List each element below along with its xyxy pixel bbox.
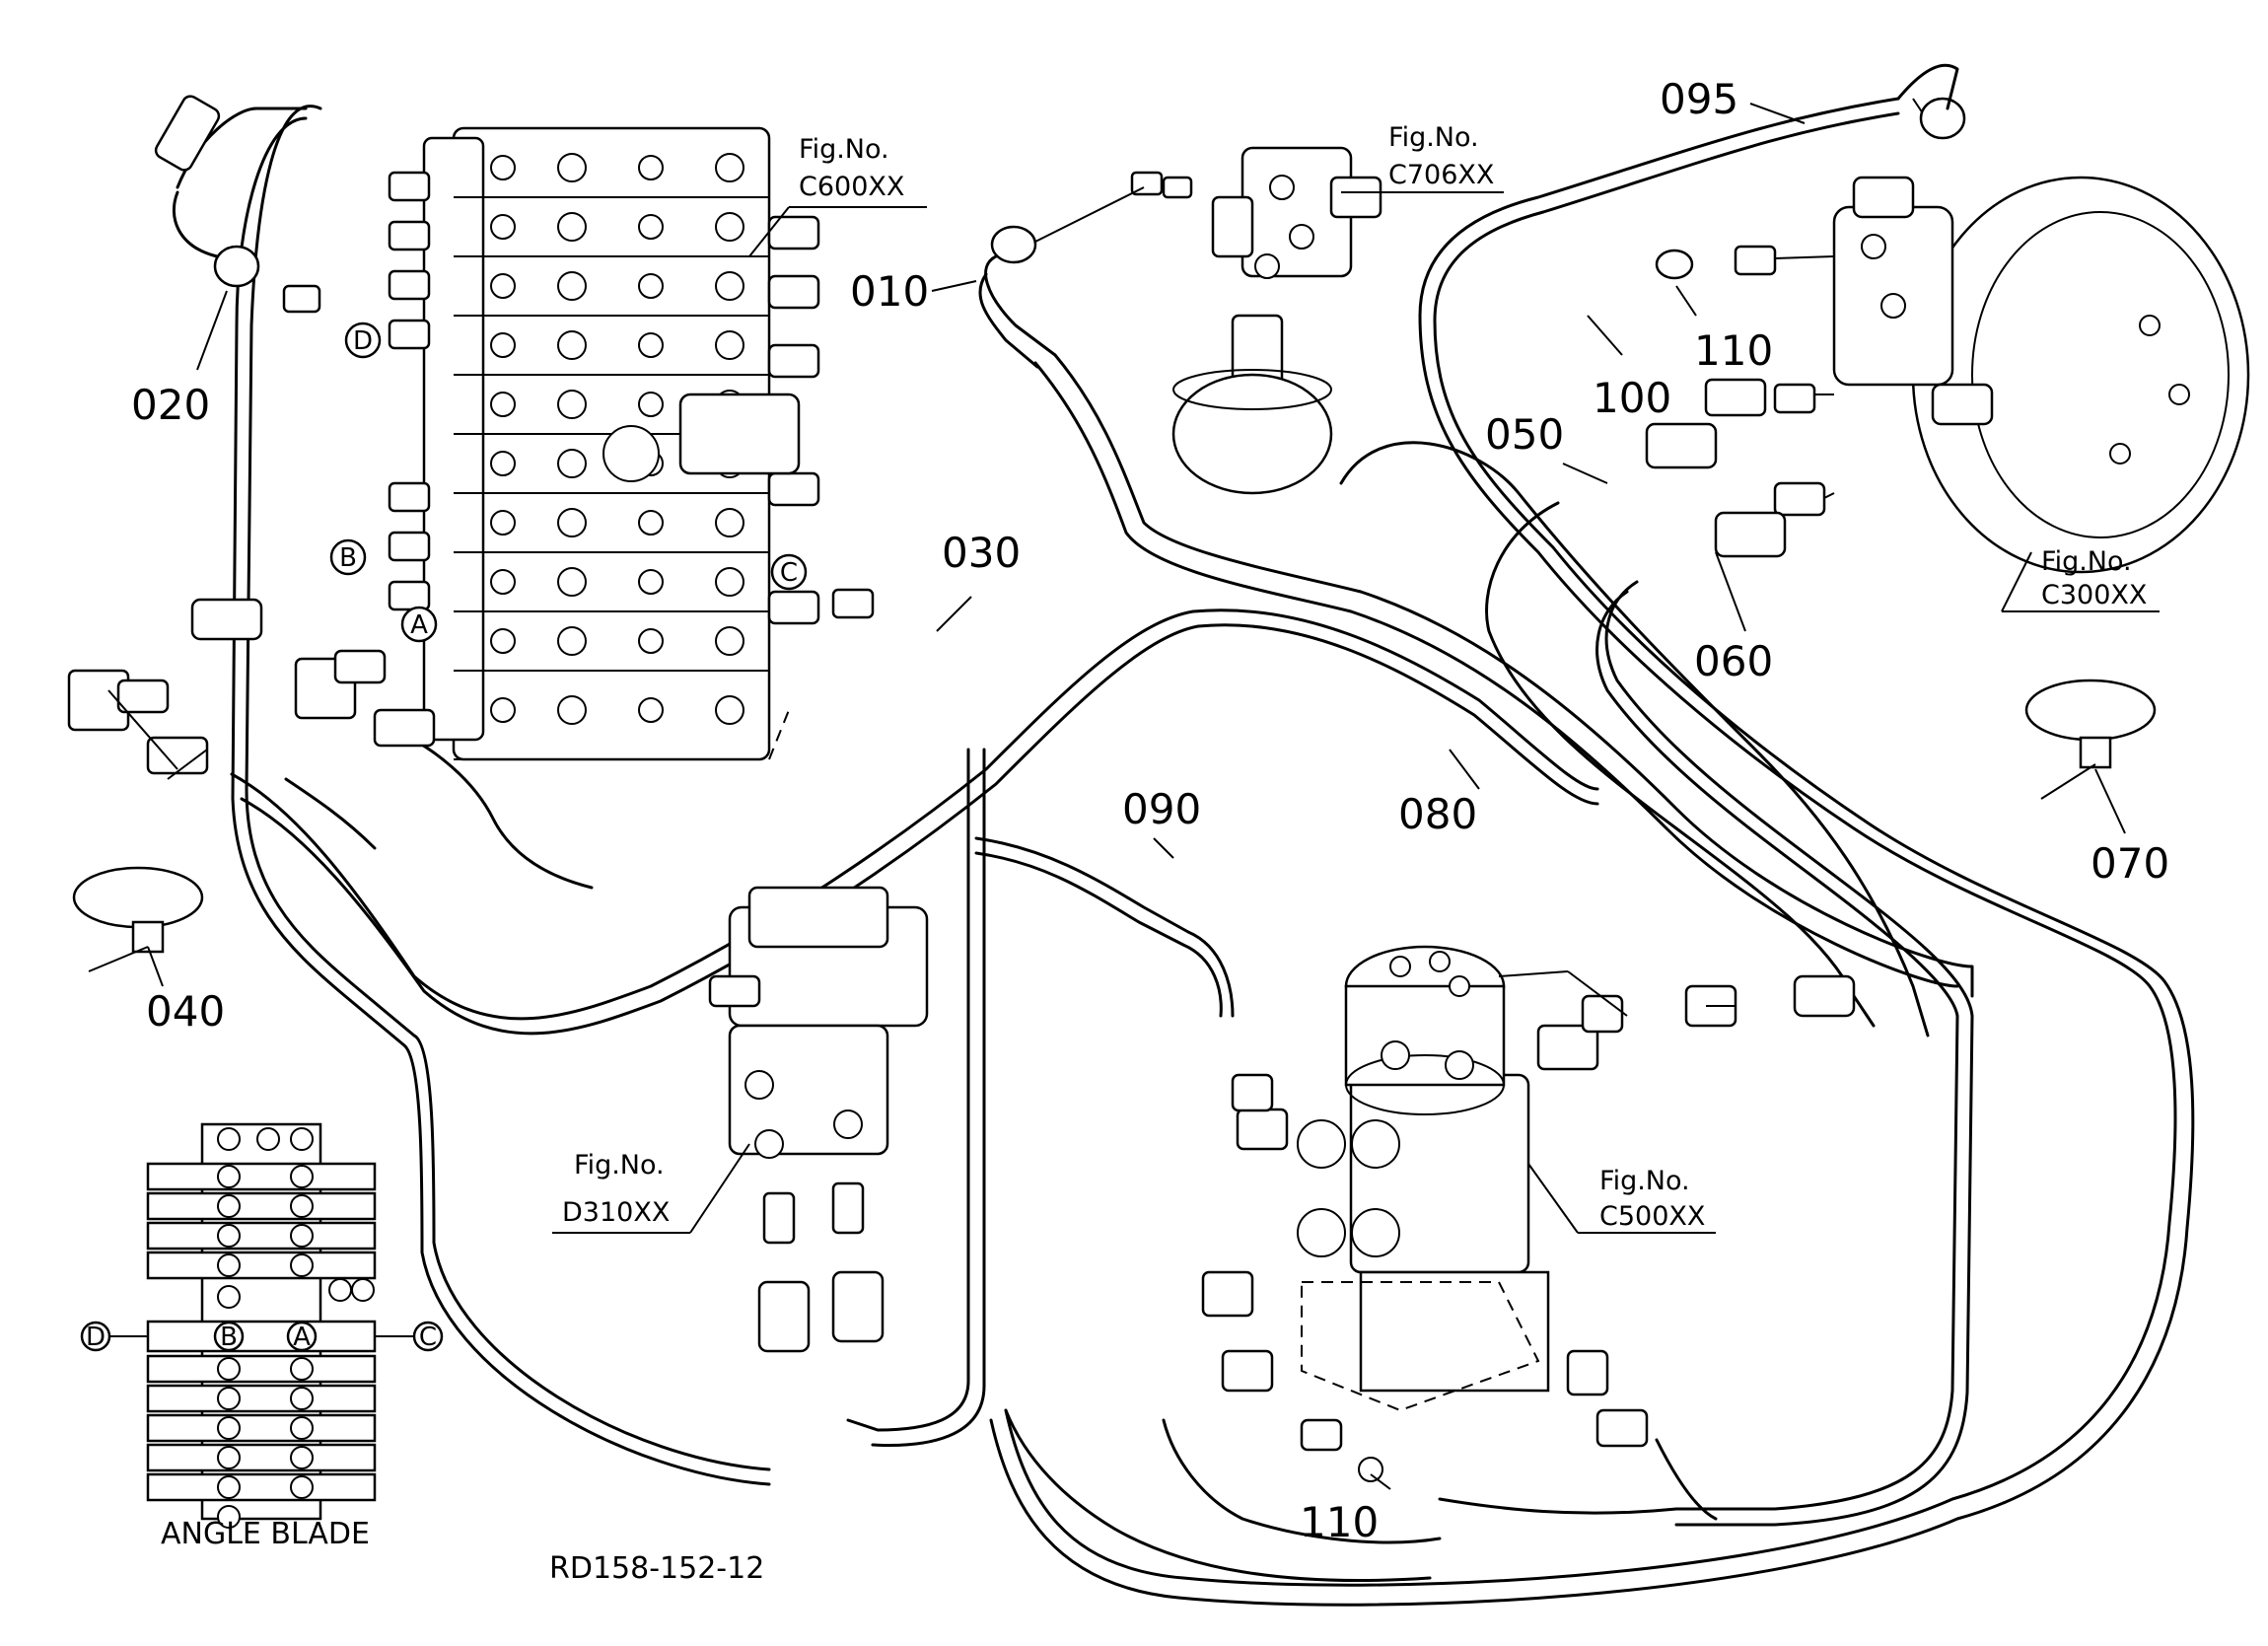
svg-text:D: D bbox=[86, 1323, 106, 1352]
brake-valve-assembly bbox=[1025, 146, 1382, 495]
part-label-040: 040 bbox=[146, 987, 225, 1036]
part-label-100: 100 bbox=[1593, 374, 1671, 422]
part-label-020: 020 bbox=[131, 381, 210, 429]
letter-circle-d: D bbox=[344, 322, 382, 359]
inset-ports bbox=[217, 1127, 375, 1529]
drawing-code: RD158-152-12 bbox=[549, 1551, 764, 1586]
left-fittings bbox=[67, 95, 875, 780]
fig-label: Fig.No. bbox=[1388, 122, 1479, 153]
fig-code: C300XX bbox=[2041, 580, 2147, 610]
inset-letter-c: C bbox=[412, 1321, 444, 1352]
inset-sections bbox=[146, 1162, 377, 1502]
inset-caption: ANGLE BLADE bbox=[161, 1517, 370, 1551]
part-label-095: 095 bbox=[1660, 75, 1738, 123]
part-label-080: 080 bbox=[1398, 790, 1477, 838]
part-label-110-lower: 110 bbox=[1300, 1498, 1379, 1546]
part-label-110-upper: 110 bbox=[1694, 326, 1773, 375]
pilot-valve bbox=[708, 886, 929, 1353]
inset-letter-b: B bbox=[213, 1321, 245, 1352]
letter-circle-b: B bbox=[329, 538, 367, 576]
swivel-fittings bbox=[1201, 970, 1856, 1482]
figure-reference-c300xx: Fig.No. C300XX bbox=[2001, 546, 2160, 612]
cable-tie-040 bbox=[72, 866, 204, 972]
part-label-070: 070 bbox=[2091, 839, 2169, 888]
fitting-010 bbox=[978, 225, 1057, 369]
control-valve-assembly bbox=[388, 126, 820, 761]
figure-reference-c600xx: Fig.No. C600XX bbox=[748, 134, 927, 257]
svg-text:D: D bbox=[353, 326, 373, 356]
letter-circle-a: A bbox=[400, 606, 438, 643]
part-label-090: 090 bbox=[1122, 785, 1201, 833]
part-label-050: 050 bbox=[1485, 410, 1564, 459]
motor-fittings bbox=[1645, 63, 1966, 558]
fig-code: C600XX bbox=[799, 172, 904, 202]
part-label-010: 010 bbox=[850, 267, 929, 316]
figure-reference-c500xx: Fig.No. C500XX bbox=[1527, 1163, 1716, 1234]
figure-reference-d310xx: Fig.No. D310XX bbox=[552, 1143, 750, 1234]
cable-tie-070 bbox=[2024, 679, 2157, 800]
fig-label: Fig.No. bbox=[2041, 546, 2132, 577]
hose-routes bbox=[230, 97, 2195, 1607]
angle-blade-inset: D B A C ANGLE BLADE bbox=[80, 1122, 444, 1551]
inset-letter-a: A bbox=[286, 1321, 318, 1352]
fig-label: Fig.No. bbox=[1599, 1166, 1690, 1196]
spool-caps bbox=[388, 171, 820, 625]
fig-code: D310XX bbox=[562, 1197, 670, 1228]
letter-circle-c: C bbox=[770, 553, 808, 591]
part-labels: 010 020 030 040 050 060 070 080 090 095 … bbox=[131, 75, 2169, 1546]
fig-label: Fig.No. bbox=[574, 1150, 665, 1181]
svg-text:C: C bbox=[419, 1323, 437, 1352]
connection-letters: D B A C bbox=[329, 322, 808, 643]
part-label-060: 060 bbox=[1694, 637, 1773, 685]
svg-text:A: A bbox=[410, 610, 428, 640]
fig-code: C500XX bbox=[1599, 1201, 1705, 1232]
svg-text:B: B bbox=[339, 543, 357, 573]
svg-text:B: B bbox=[220, 1323, 238, 1352]
fig-code: C706XX bbox=[1388, 160, 1494, 190]
part-label-030: 030 bbox=[942, 529, 1021, 577]
figure-reference-c706xx: Fig.No. C706XX bbox=[1341, 122, 1504, 193]
svg-text:C: C bbox=[780, 558, 798, 588]
inset-letter-d: D bbox=[80, 1321, 111, 1352]
svg-text:A: A bbox=[293, 1323, 311, 1352]
fig-label: Fig.No. bbox=[799, 134, 889, 165]
swivel-joint bbox=[1297, 945, 1550, 1412]
travel-motor bbox=[1832, 176, 2250, 574]
